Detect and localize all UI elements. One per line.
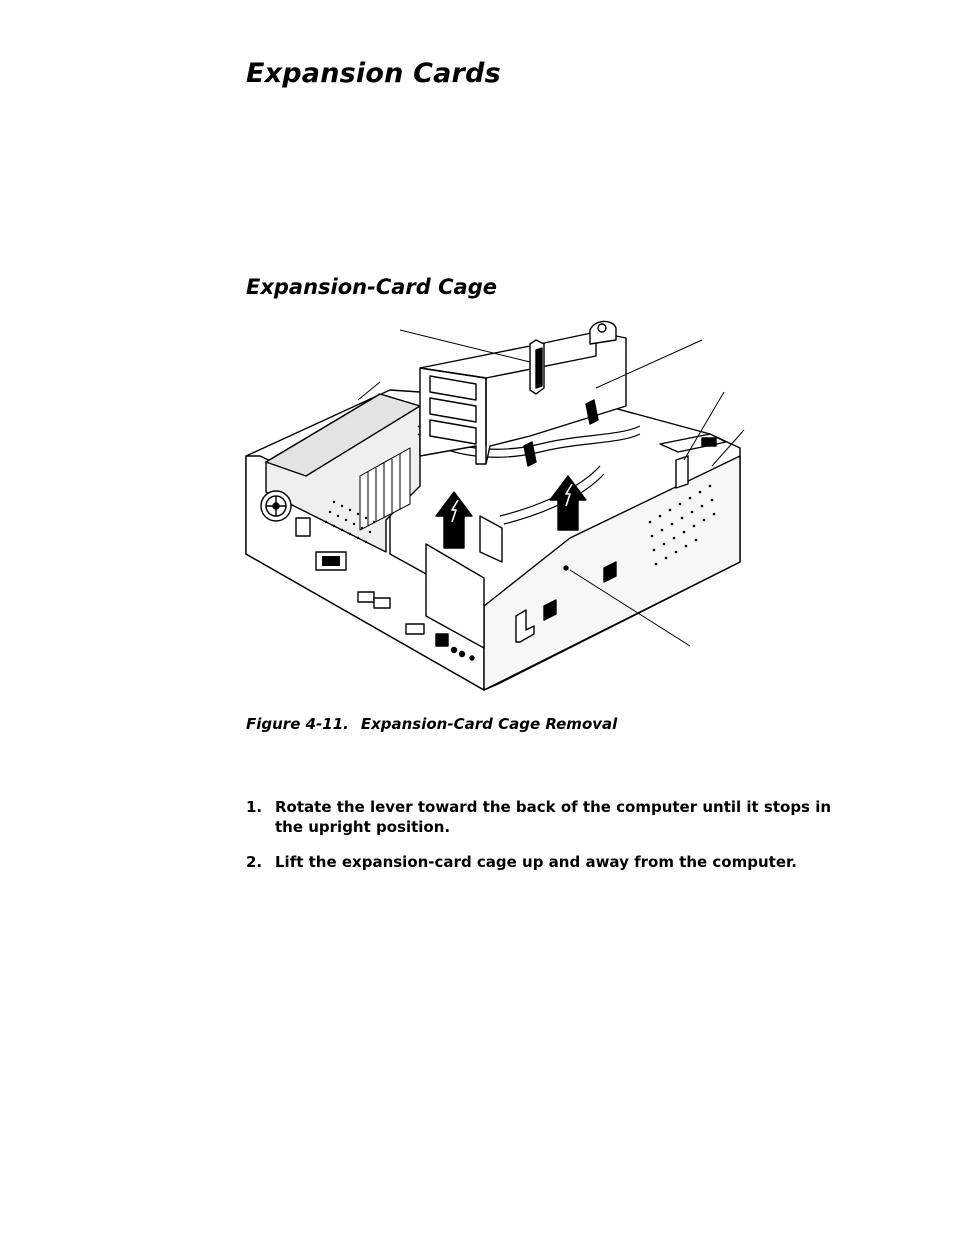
page-title: Expansion Cards [246, 58, 501, 89]
callout-screw [711, 429, 745, 467]
step-number: 2. [246, 853, 263, 871]
list-item: 1. Rotate the lever toward the back of t… [246, 797, 846, 837]
procedure-steps: 1. Rotate the lever toward the back of t… [246, 797, 846, 887]
step-text: Lift the expansion-card cage up and away… [275, 853, 797, 871]
step-text: Rotate the lever toward the back of the … [275, 798, 832, 836]
riser-board [425, 543, 485, 649]
expansion-card-cage-illustration [245, 320, 745, 691]
callout-slot [683, 391, 725, 461]
figure-caption: Figure 4-11. Expansion-Card Cage Removal [246, 715, 617, 733]
callout-latch [569, 569, 691, 647]
section-title: Expansion-Card Cage [246, 275, 497, 299]
callout-cage [595, 339, 703, 389]
list-item: 2. Lift the expansion-card cage up and a… [246, 852, 846, 872]
figure-number: Figure 4-11. [246, 715, 349, 733]
figure-caption-text: Expansion-Card Cage Removal [360, 715, 618, 733]
callout-lever [399, 329, 531, 363]
step-number: 1. [246, 798, 263, 816]
callout-power [357, 381, 381, 401]
up-arrow-left [435, 491, 473, 549]
up-arrow-right [549, 475, 587, 531]
